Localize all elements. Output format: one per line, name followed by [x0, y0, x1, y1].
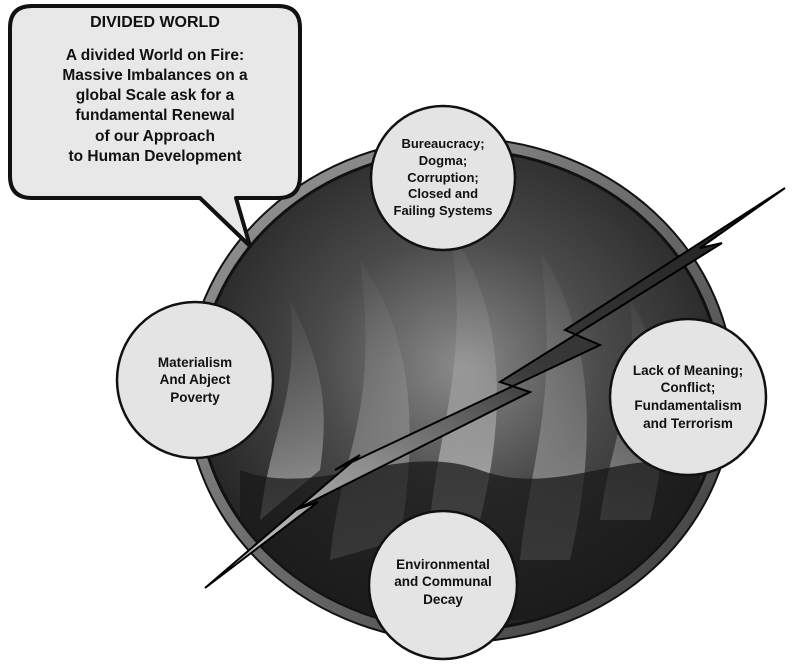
node-right-line: Conflict;	[660, 380, 716, 396]
node-right-line: and Terrorism	[643, 415, 733, 431]
node-right-label: Lack of Meaning; Conflict; Fundamentalis…	[613, 322, 763, 472]
node-top-line: Failing Systems	[393, 203, 493, 219]
callout-line: A divided World on Fire:	[65, 47, 245, 64]
lightning-bolt-icon	[204, 187, 786, 589]
node-top-label: Bureaucracy; Dogma; Corruption; Closed a…	[373, 108, 513, 248]
callout-line: to Human Development	[68, 147, 242, 165]
node-top-line: Corruption;	[407, 169, 479, 185]
callout-line: of our Approach	[95, 127, 215, 145]
node-top-line: Dogma;	[418, 152, 468, 168]
node-bottom-line: Decay	[423, 591, 463, 607]
callout-bubble	[8, 4, 302, 248]
node-top-line: Closed and	[407, 186, 479, 202]
node-left-line: Materialism	[157, 354, 233, 370]
node-bottom-line: and Communal	[394, 574, 492, 590]
node-left-label: Materialism And Abject Poverty	[120, 305, 270, 455]
node-bottom-label: Environmental and Communal Decay	[371, 512, 515, 652]
node-right-line: Fundamentalism	[634, 398, 742, 413]
node-circle-top	[369, 104, 517, 252]
node-top-line: Bureaucracy;	[401, 135, 485, 151]
node-circle-bottom	[367, 509, 519, 661]
callout-title: DIVIDED WORLD	[90, 14, 220, 31]
node-left-line: And Abject	[159, 372, 231, 388]
callout-line: fundamental Renewal	[75, 107, 235, 125]
callout-line: Massive Imbalances on a	[62, 67, 248, 85]
node-right-line: Lack of Meaning;	[632, 362, 744, 378]
node-circle-left	[115, 300, 275, 460]
node-left-line: Poverty	[170, 389, 220, 405]
callout-text: A divided World on Fire: Massive Imbalan…	[20, 46, 290, 167]
node-bottom-line: Environmental	[396, 556, 490, 572]
node-circle-right	[608, 317, 768, 477]
callout-line: global Scale ask for a	[75, 87, 235, 105]
